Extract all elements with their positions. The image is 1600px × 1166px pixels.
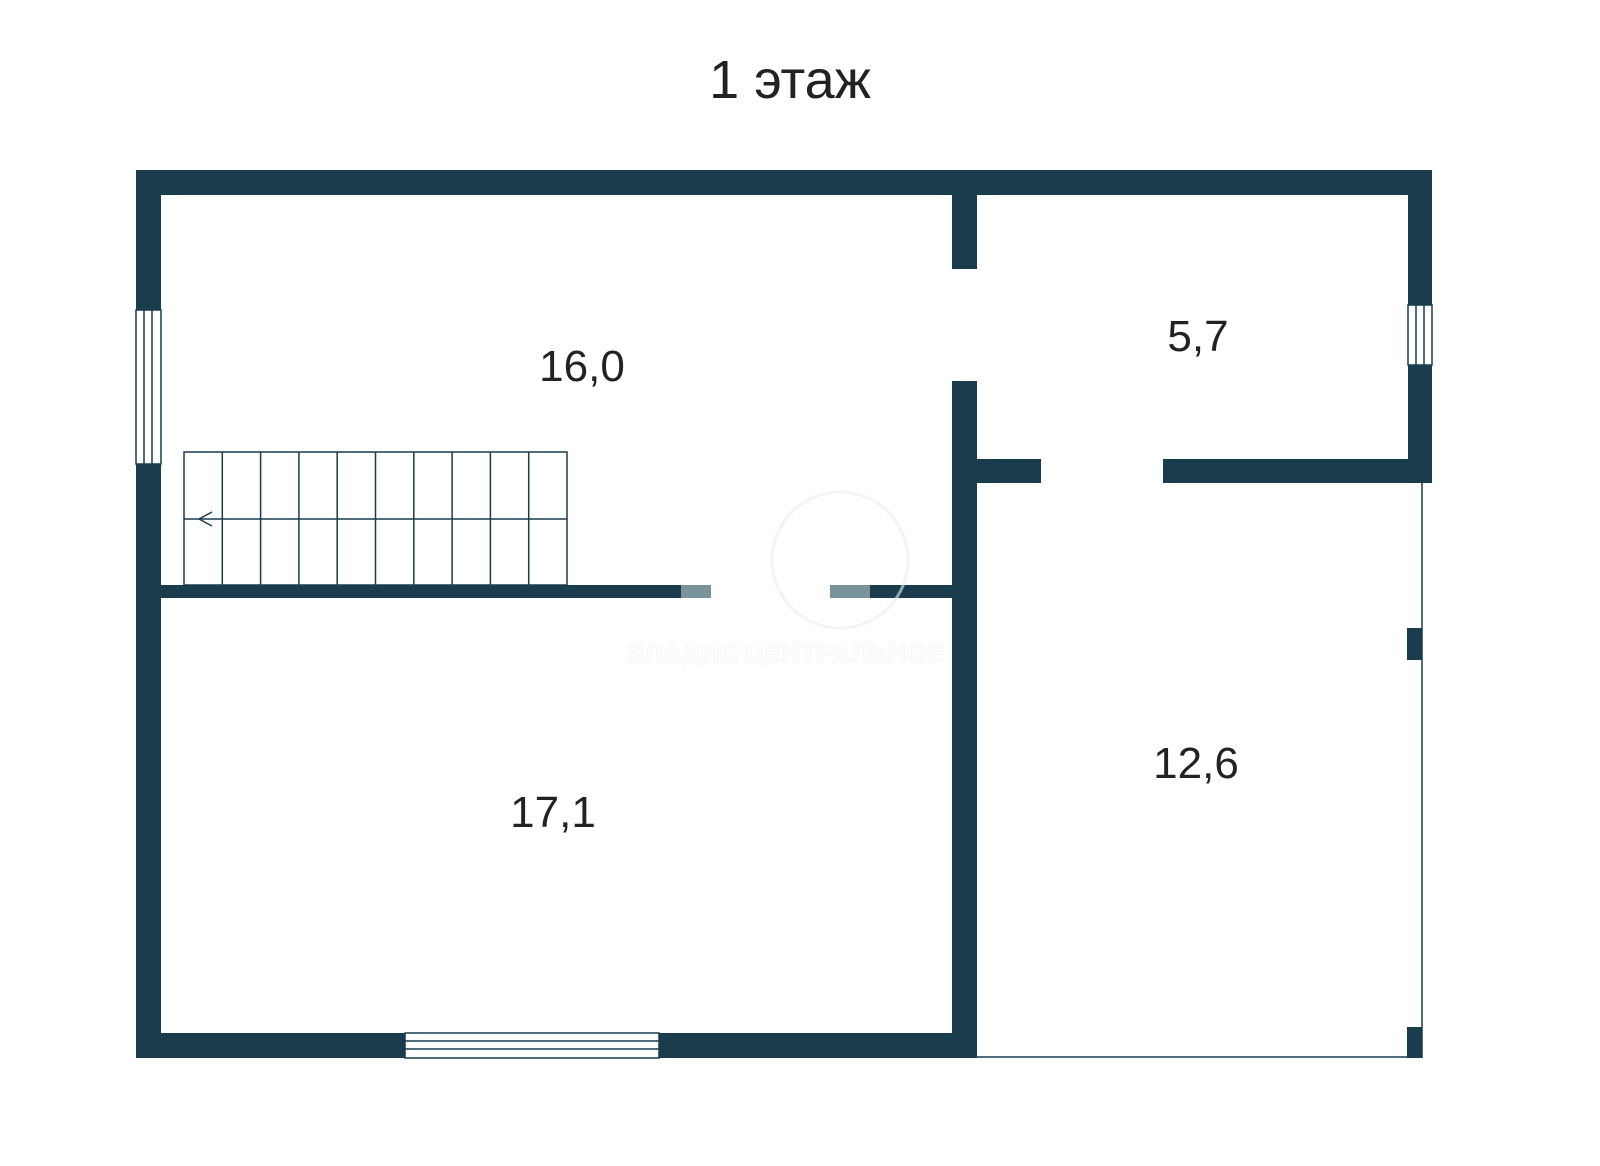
room-area-label: 5,7 (1167, 312, 1228, 361)
window-left (135, 309, 162, 465)
watermark: ВЛАДИС ЦЕНТРАЛЬНОЕ (626, 490, 944, 669)
wall-mid-left (136, 585, 681, 598)
wall-hall-right (1163, 459, 1432, 483)
thin-walls (977, 483, 1423, 1058)
wall-mid-right (870, 585, 952, 598)
wall-bottom-left (136, 1033, 405, 1058)
walls (136, 170, 1432, 1058)
stair-arrow-icon (197, 511, 213, 527)
window-bottom (404, 1032, 660, 1059)
wall-top (136, 170, 1432, 195)
wall-right-upper (1408, 170, 1432, 305)
wall-left-upper (136, 170, 161, 310)
wall-left-lower (136, 464, 161, 1058)
room-area-label: 12,6 (1153, 739, 1239, 788)
wall-mid-faded-b (830, 585, 870, 598)
wall-bottom-right (659, 1033, 977, 1058)
wall-partition-top (952, 170, 977, 269)
wall-mid-faded-a (681, 585, 711, 598)
wall-hall-left (977, 459, 1041, 483)
room-area-label: 17,1 (510, 788, 596, 837)
post-right-b (1407, 1027, 1422, 1058)
wall-partition-main (952, 381, 977, 1058)
post-right-a (1407, 628, 1422, 660)
floor-title: 1 этаж (709, 50, 871, 110)
staircase (183, 451, 568, 586)
room-area-label: 16,0 (539, 342, 625, 391)
window-right (1407, 304, 1433, 366)
watermark-text: ВЛАДИС ЦЕНТРАЛЬНОЕ (626, 638, 944, 668)
